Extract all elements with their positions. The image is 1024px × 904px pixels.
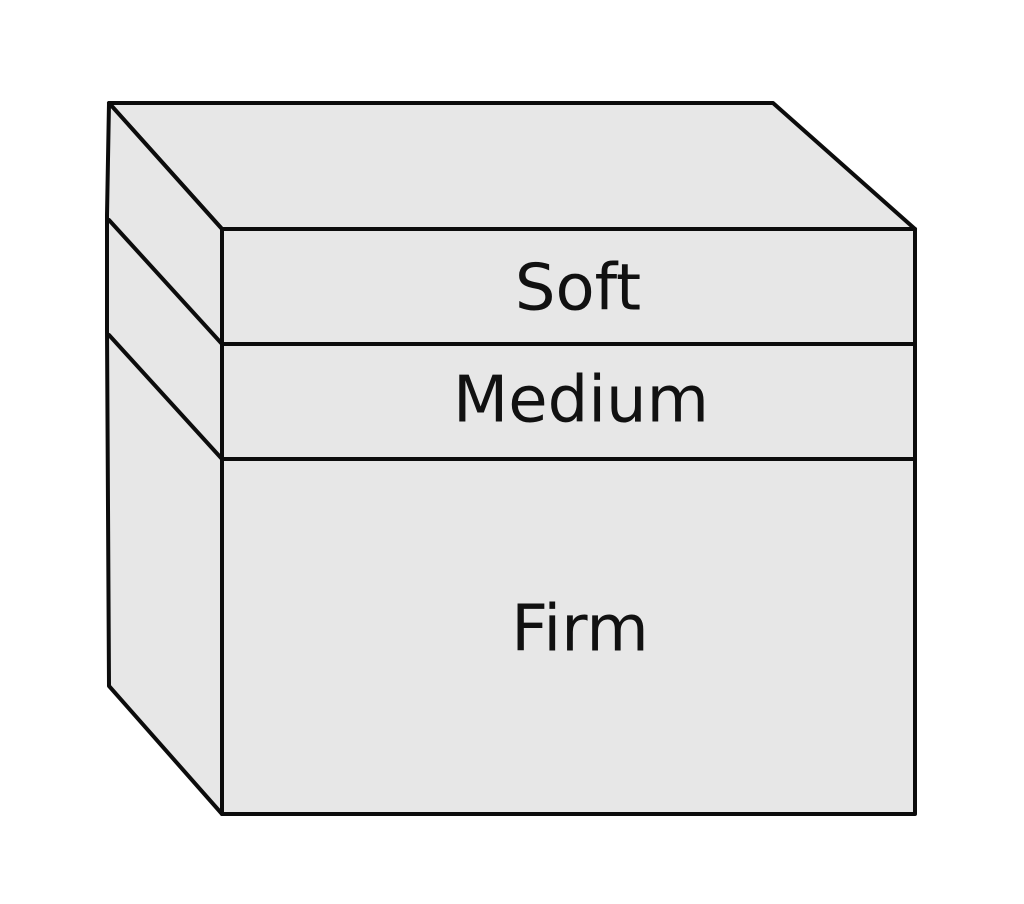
side-face: [105, 101, 224, 816]
layer-label-medium: Medium: [453, 364, 709, 438]
block: Soft Medium Firm: [105, 101, 917, 816]
top-face: [107, 101, 917, 231]
front-face: [220, 227, 917, 816]
soft-side-divider: [107, 218, 224, 346]
layer-label-firm: Firm: [511, 593, 648, 667]
medium-side-divider: [107, 333, 224, 461]
layer-label-soft: Soft: [515, 252, 641, 326]
